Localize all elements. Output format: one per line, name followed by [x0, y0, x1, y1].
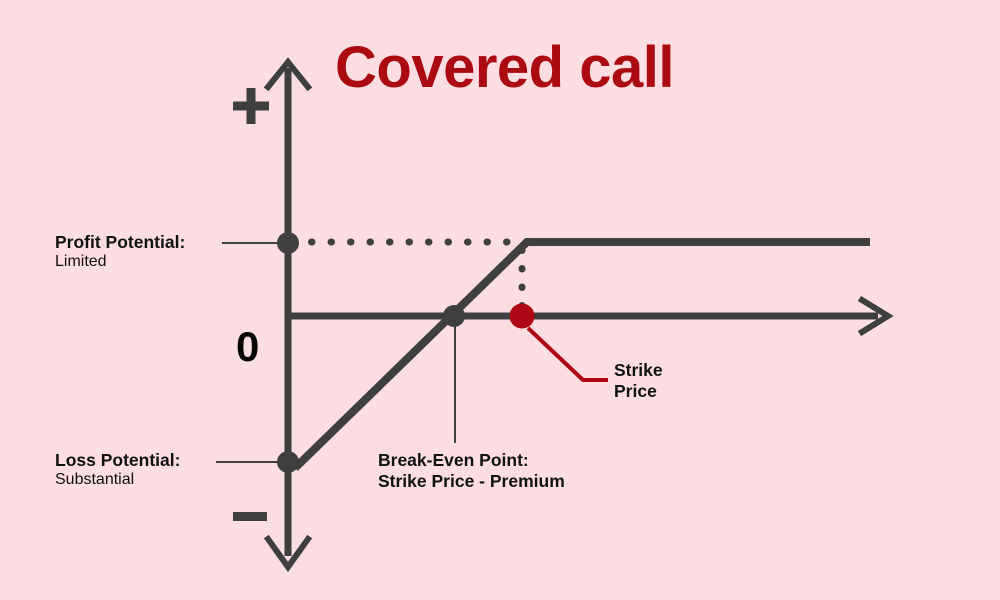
minus-symbol-icon [233, 512, 267, 521]
strike-price-line2: Price [614, 380, 657, 401]
profit-potential-heading: Profit Potential: [55, 232, 186, 252]
x-axis-right-arrowhead [857, 295, 894, 337]
break-even-heading: Break-Even Point: [378, 450, 529, 470]
strike-price-line1: Strike [614, 360, 663, 380]
profit-potential-value: Limited [55, 252, 107, 270]
strike-leader-line [526, 326, 608, 382]
y-axis-up-arrowhead [263, 57, 313, 92]
profit-potential-marker [277, 232, 299, 254]
strike-price-label: Strike Price [614, 360, 663, 401]
break-even-marker [443, 305, 465, 327]
loss-potential-marker [277, 451, 299, 473]
zero-axis-label: 0 [236, 323, 260, 370]
profit-potential-label: Profit Potential: Limited [55, 232, 185, 272]
loss-potential-label: Loss Potential: Substantial [55, 450, 180, 490]
y-axis-down-arrowhead [263, 534, 313, 573]
plus-symbol-icon [233, 88, 269, 124]
page-title: Covered call [335, 35, 674, 100]
strike-price-marker [509, 303, 535, 329]
break-even-label: Break-Even Point: Strike Price - Premium [378, 450, 565, 491]
loss-potential-heading: Loss Potential: [55, 450, 181, 470]
axis-group [263, 57, 894, 573]
loss-potential-value: Substantial [55, 470, 135, 488]
break-even-formula: Strike Price - Premium [378, 470, 565, 491]
payoff-curve [292, 238, 870, 471]
